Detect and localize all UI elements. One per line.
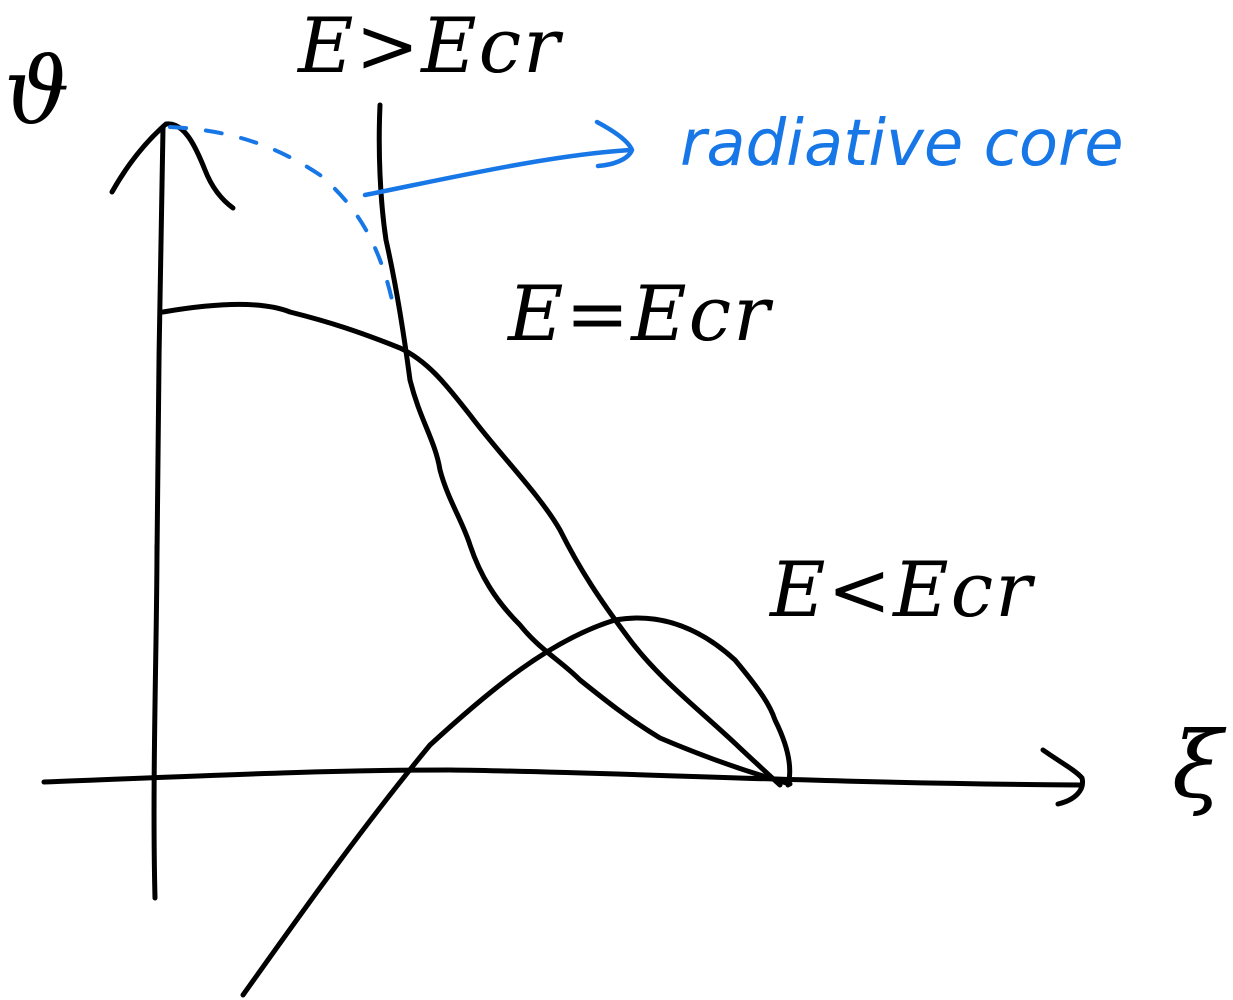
curve-e-less	[240, 615, 793, 998]
x-axis-arrowhead	[1040, 747, 1086, 807]
curve-label-e-greater: E>Ecr	[298, 1, 562, 90]
x-axis-label: ξ	[1172, 712, 1223, 819]
x-axis-line	[41, 767, 1083, 788]
radiative-core-boundary	[168, 125, 394, 302]
annotation-arrow-line	[362, 147, 633, 198]
curve-label-e-equal: E=Ecr	[508, 269, 772, 358]
curve-e-equal	[160, 301, 783, 788]
y-axis-label: ϑ	[4, 38, 70, 145]
curve-e-greater	[376, 102, 793, 787]
radiative-core-label: radiative core	[680, 107, 1124, 181]
curve-label-e-less: E<Ecr	[770, 545, 1034, 634]
y-axis-line	[151, 125, 166, 901]
y-axis-arrowhead	[109, 121, 236, 211]
annotation-arrowhead-icon	[594, 119, 635, 169]
